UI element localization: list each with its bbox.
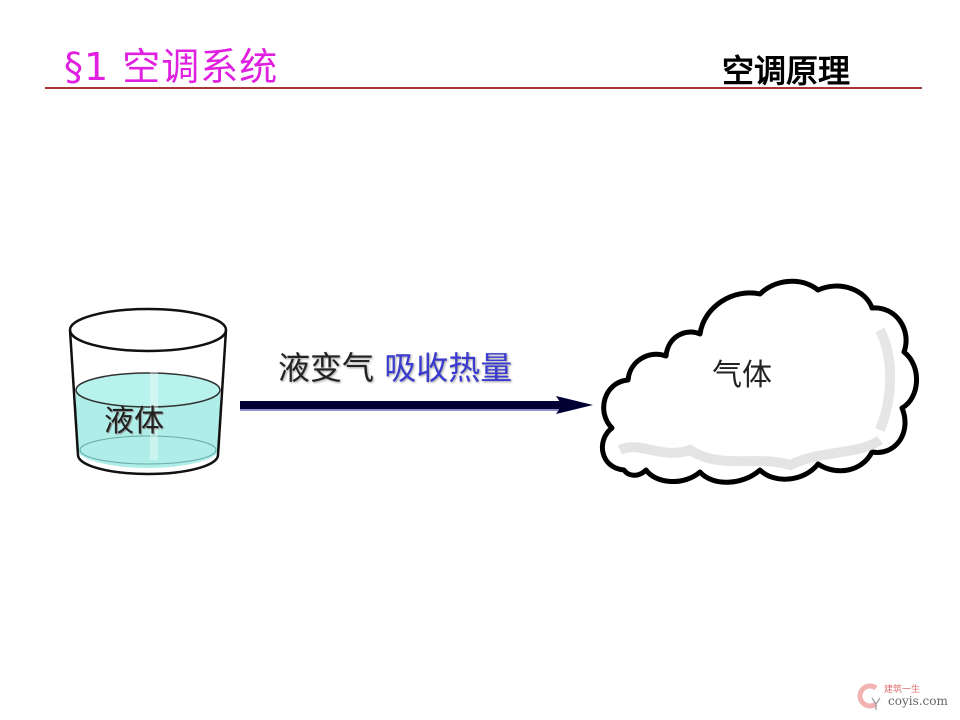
watermark-logo-icon	[857, 683, 881, 710]
caption-absorb-heat: 吸收热量	[384, 349, 513, 387]
watermark-chinese: 建筑一生	[884, 685, 921, 695]
header-divider	[45, 87, 922, 89]
slide-title: §1 空调系统	[64, 45, 279, 89]
slide-subtitle: 空调原理	[722, 52, 851, 90]
arrow-right-icon	[240, 396, 593, 414]
watermark: 建筑一生 coyis.com	[856, 680, 956, 712]
watermark-domain: coyis.com	[888, 694, 948, 708]
arrow-caption: 液变气 吸收热量	[278, 343, 512, 389]
beaker-icon	[68, 307, 228, 476]
liquid-label: 液体	[104, 404, 164, 439]
gas-label: 气体	[712, 358, 772, 393]
cloud-icon	[600, 278, 919, 485]
caption-phase-change: 液变气	[278, 349, 385, 387]
